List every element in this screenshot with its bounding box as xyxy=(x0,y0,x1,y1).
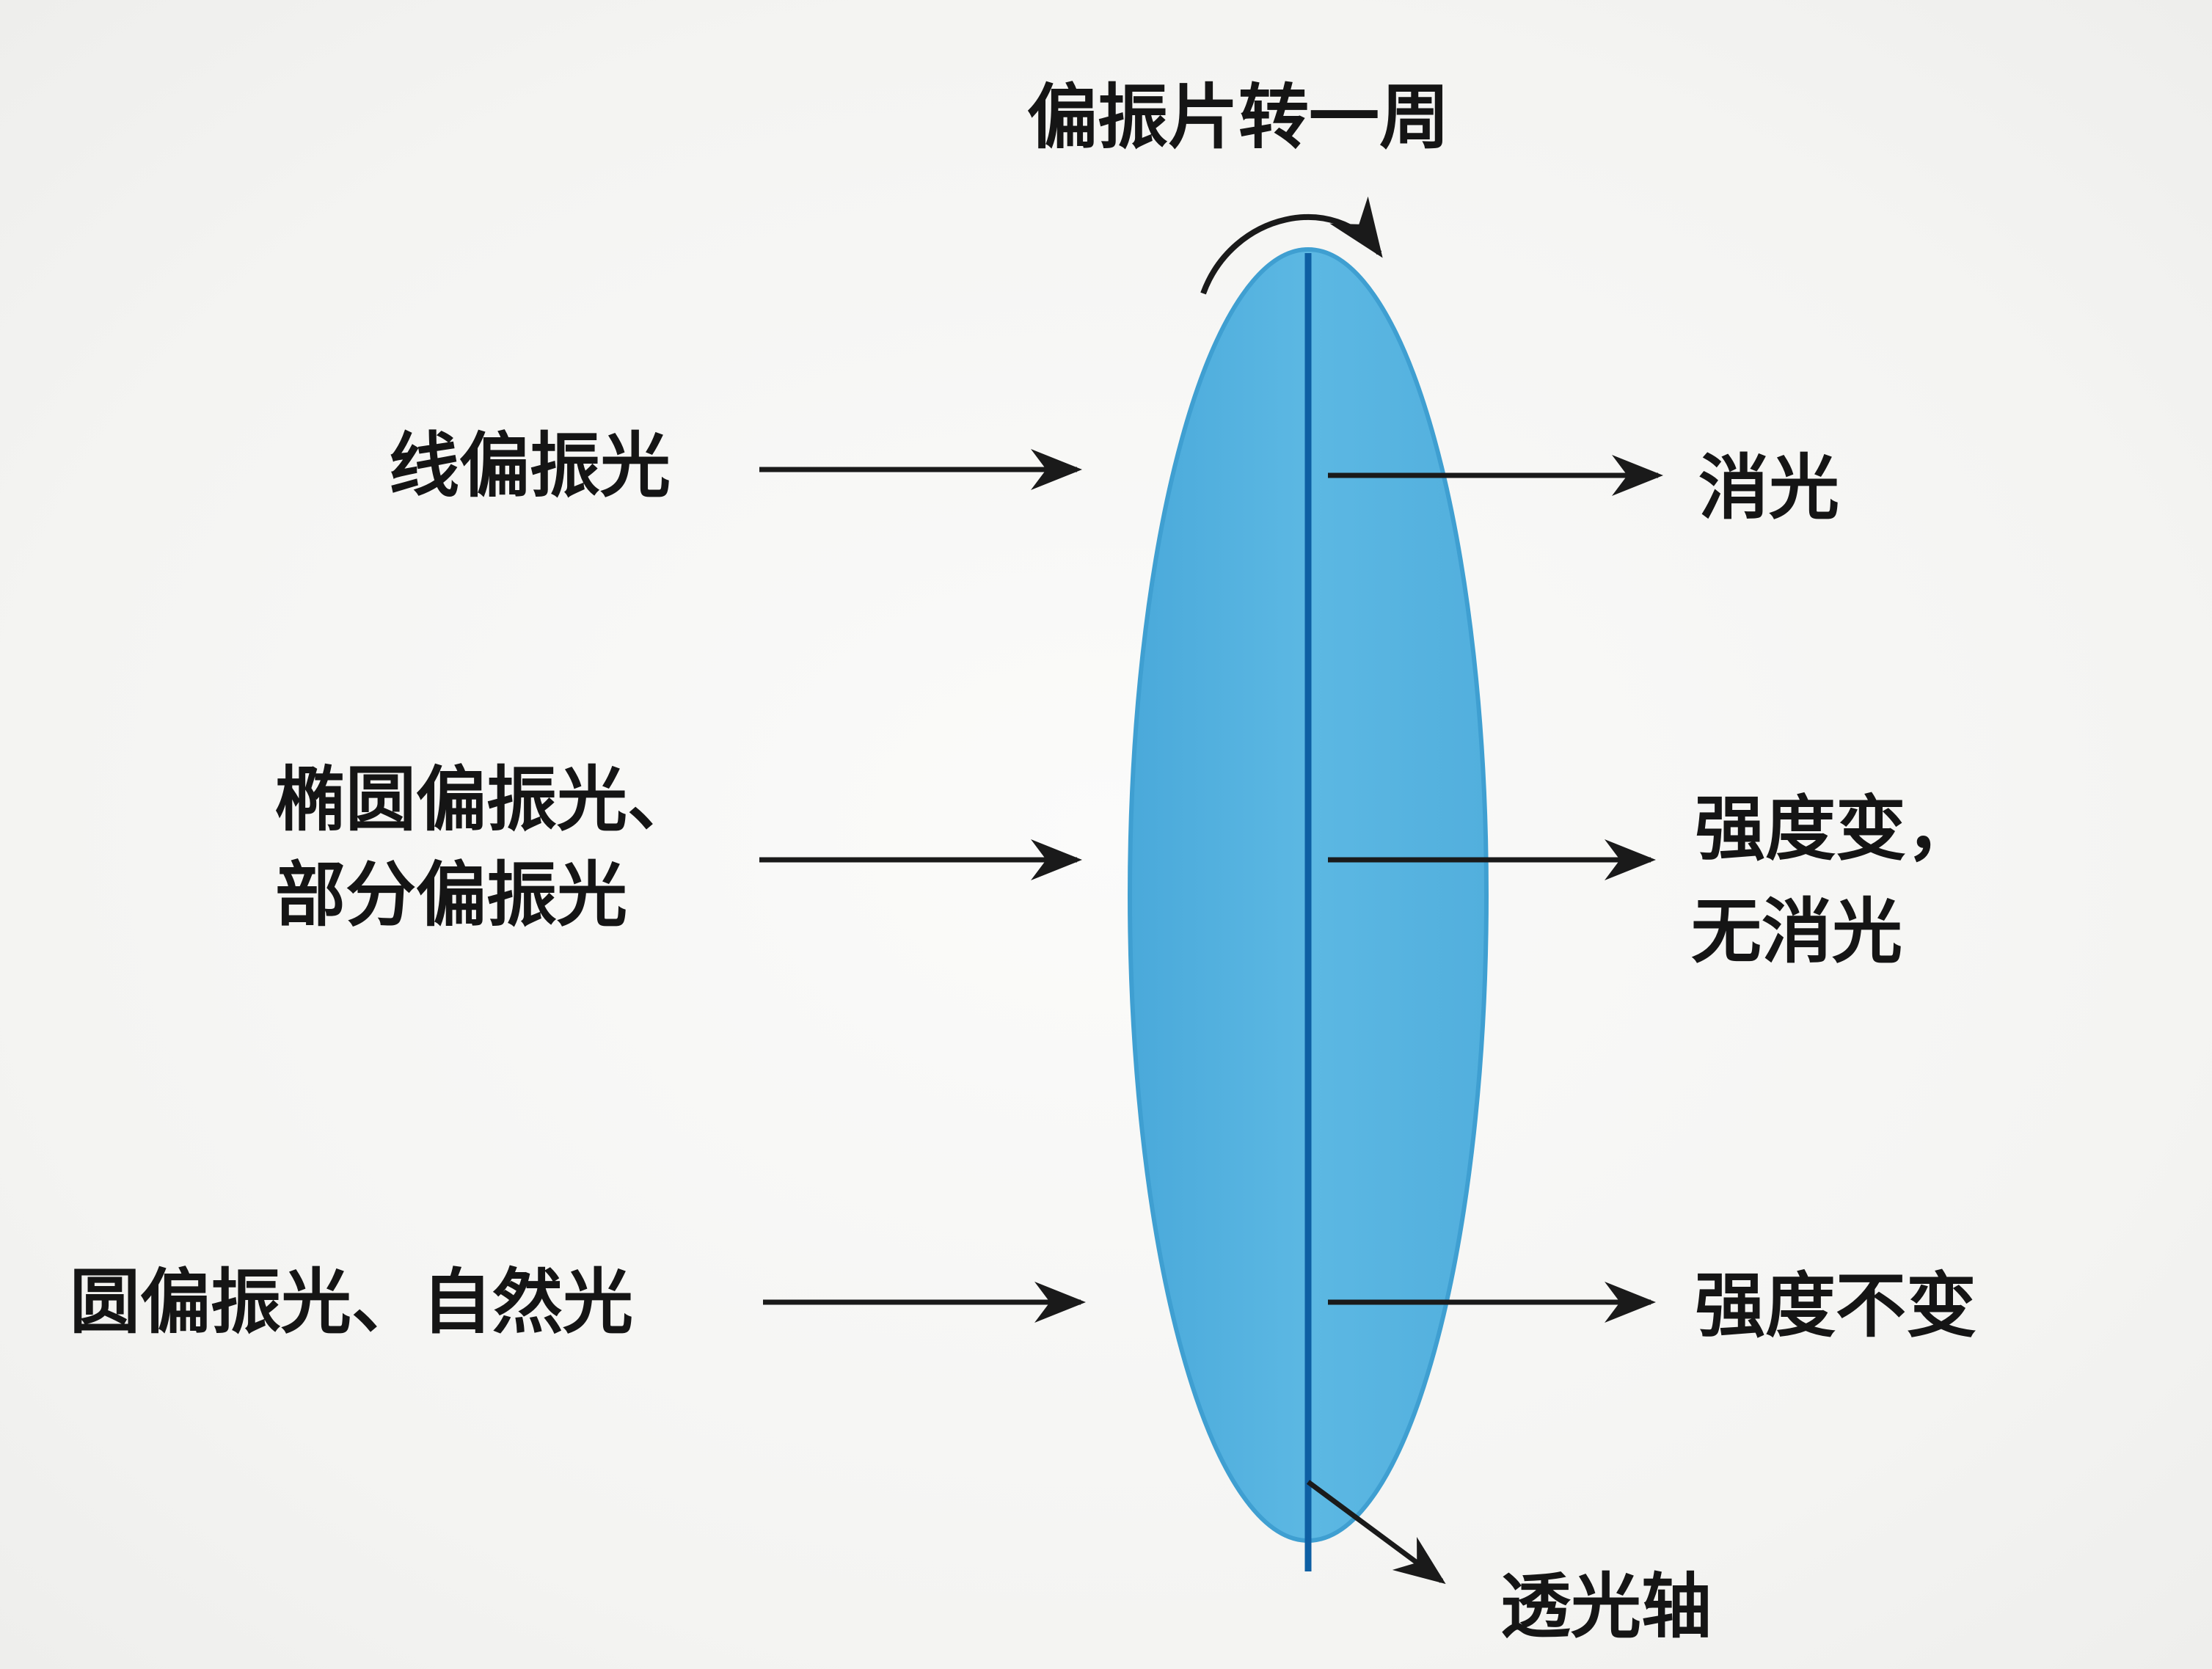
input-label-elliptical: 椭圆偏振光、 xyxy=(275,759,698,841)
rotation-title: 偏振片转一周 xyxy=(1027,76,1450,158)
input-label-partial: 部分偏振光 xyxy=(275,854,627,936)
input-label-linear: 线偏振光 xyxy=(389,425,671,507)
output-label-no-extinction: 无消光 xyxy=(1691,891,1902,973)
rotation-arrow-icon xyxy=(1200,196,1383,295)
output-label-constant: 强度不变 xyxy=(1695,1265,1976,1347)
input-label-circular-natural: 圆偏振光、自然光 xyxy=(70,1261,633,1343)
axis-pointer-arrow xyxy=(1306,1480,1446,1585)
output-label-varying: 强度变， xyxy=(1695,788,1976,870)
transmission-axis-label: 透光轴 xyxy=(1500,1566,1712,1648)
output-label-extinction: 消光 xyxy=(1698,447,1839,529)
